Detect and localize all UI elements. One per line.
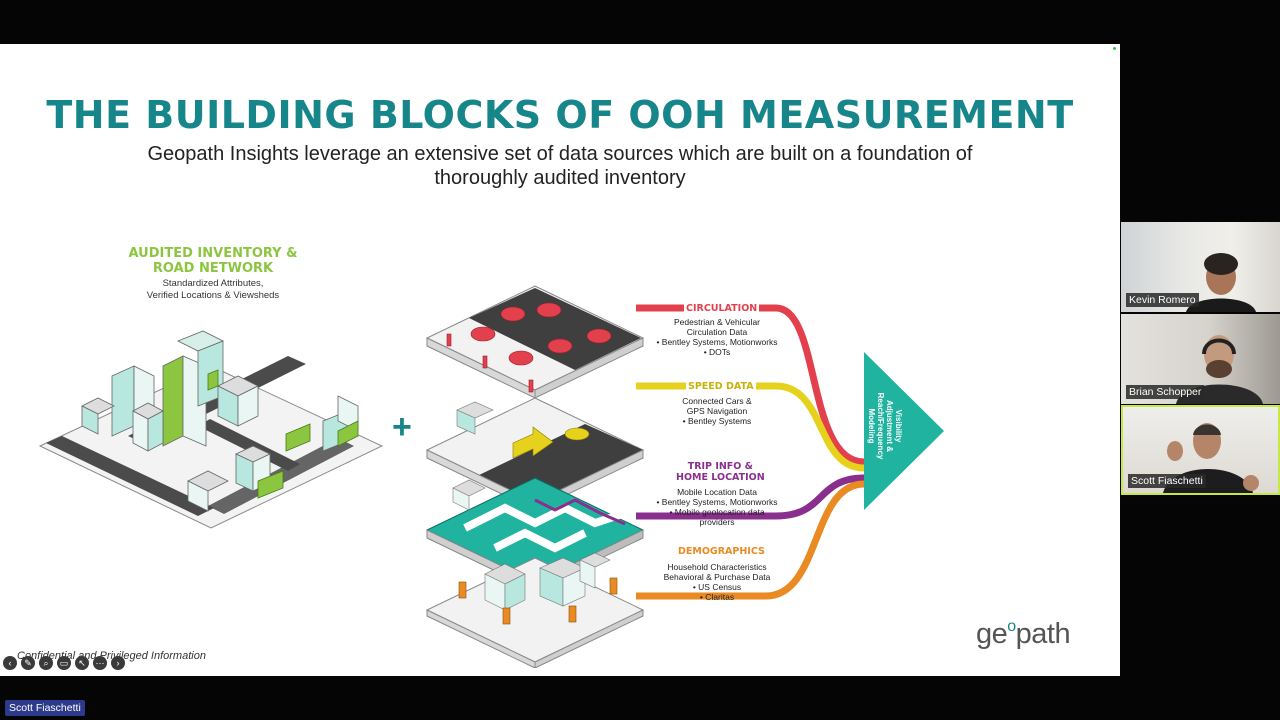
pen-icon[interactable]: ✎ bbox=[21, 656, 35, 670]
status-dot bbox=[1113, 47, 1116, 50]
triangle-line: Reach/Frequency bbox=[876, 392, 885, 460]
data-layers-illustration bbox=[425, 285, 645, 668]
next-icon[interactable]: › bbox=[111, 656, 125, 670]
inventory-heading-line-1: AUDITED INVENTORY & bbox=[128, 246, 298, 261]
inventory-sub-line-2: Verified Locations & Viewsheds bbox=[146, 290, 280, 301]
flow-desc-line: Mobile Location Data bbox=[677, 487, 757, 497]
triangle-line: Modeling bbox=[867, 408, 876, 444]
flow-desc-speed-data: Connected Cars & GPS Navigation • Bentle… bbox=[642, 396, 792, 426]
triangle-label: Visibility Adjustment & Reach/Frequency … bbox=[855, 376, 915, 476]
modeling-triangle bbox=[864, 352, 944, 510]
flow-label-line: HOME LOCATION bbox=[676, 472, 765, 483]
presentation-slide: THE BUILDING BLOCKS OF OOH MEASUREMENT G… bbox=[0, 44, 1120, 676]
flow-desc-line: • Bentley Systems, Motionworks bbox=[656, 337, 778, 347]
prev-icon[interactable]: ‹ bbox=[3, 656, 17, 670]
participant-tile-scott[interactable]: Scott Fiaschetti bbox=[1121, 405, 1280, 495]
flow-desc-line: • Bentley Systems, Motionworks bbox=[656, 497, 778, 507]
participant-name: Kevin Romero bbox=[1126, 293, 1199, 307]
cc-icon[interactable]: ▭ bbox=[57, 656, 71, 670]
flow-desc-line: Household Characteristics bbox=[667, 562, 767, 572]
flow-desc-line: • Mobile geolocation data bbox=[669, 507, 765, 517]
flow-desc-line: Connected Cars & bbox=[682, 396, 752, 406]
flow-desc-line: GPS Navigation bbox=[686, 406, 748, 416]
flow-desc-line: • US Census bbox=[692, 582, 742, 592]
logo-o: o bbox=[1007, 618, 1016, 635]
geopath-logo: geopath bbox=[976, 618, 1071, 651]
inventory-heading-line-2: ROAD NETWORK bbox=[152, 261, 274, 276]
flow-label-line: TRIP INFO & bbox=[687, 461, 753, 472]
flow-desc-line: providers bbox=[699, 517, 735, 527]
slide-controls: ‹ ✎ ⌕ ▭ ↖ ⋯ › bbox=[3, 656, 125, 670]
flow-desc-line: Pedestrian & Vehicular bbox=[674, 317, 760, 327]
plus-sign: + bbox=[392, 408, 412, 446]
more-icon[interactable]: ⋯ bbox=[93, 656, 107, 670]
triangle-line: Adjustment & bbox=[885, 399, 894, 452]
inventory-sub-line-1: Standardized Attributes, bbox=[162, 278, 264, 289]
flow-label-speed-data: SPEED DATA bbox=[686, 381, 756, 392]
inventory-heading: AUDITED INVENTORY & ROAD NETWORK bbox=[100, 246, 326, 276]
participant-name: Brian Schopper bbox=[1126, 385, 1205, 399]
slide-title: THE BUILDING BLOCKS OF OOH MEASUREMENT bbox=[46, 93, 1074, 137]
flow-lines bbox=[636, 304, 865, 600]
subtitle-line-1: Geopath Insights leverage an extensive s… bbox=[147, 143, 973, 165]
flow-desc-line: • Claritas bbox=[699, 592, 735, 602]
flow-desc-line: • Bentley Systems bbox=[682, 416, 752, 426]
flow-desc-demographics: Household Characteristics Behavioral & P… bbox=[642, 562, 792, 602]
flow-desc-trip-info: Mobile Location Data • Bentley Systems, … bbox=[642, 487, 792, 527]
zoom-icon[interactable]: ⌕ bbox=[39, 656, 53, 670]
flow-desc-line: Circulation Data bbox=[686, 327, 748, 337]
participant-video bbox=[1186, 253, 1256, 312]
participant-tile-brian[interactable]: Brian Schopper bbox=[1121, 314, 1280, 404]
flow-label-circulation: CIRCULATION bbox=[684, 303, 760, 314]
flow-label-trip-info: TRIP INFO & HOME LOCATION bbox=[674, 461, 767, 483]
slide-subtitle: Geopath Insights leverage an extensive s… bbox=[110, 142, 1010, 190]
participant-name: Scott Fiaschetti bbox=[1128, 474, 1206, 488]
triangle-line: Visibility bbox=[894, 409, 903, 443]
logo-text: ge bbox=[976, 618, 1008, 650]
logo-text: path bbox=[1015, 618, 1071, 650]
isometric-city-illustration bbox=[38, 330, 384, 529]
flow-desc-line: • DOTs bbox=[703, 347, 731, 357]
active-speaker-badge: Scott Fiaschetti bbox=[5, 700, 85, 716]
participant-tile-kevin[interactable]: Kevin Romero bbox=[1121, 222, 1280, 312]
flow-desc-line: Behavioral & Purchase Data bbox=[663, 572, 771, 582]
flow-desc-circulation: Pedestrian & Vehicular Circulation Data … bbox=[642, 317, 792, 357]
subtitle-line-2: thoroughly audited inventory bbox=[434, 167, 686, 189]
flow-label-demographics: DEMOGRAPHICS bbox=[676, 546, 767, 557]
inventory-subtext: Standardized Attributes, Verified Locati… bbox=[100, 278, 326, 302]
pointer-icon[interactable]: ↖ bbox=[75, 656, 89, 670]
